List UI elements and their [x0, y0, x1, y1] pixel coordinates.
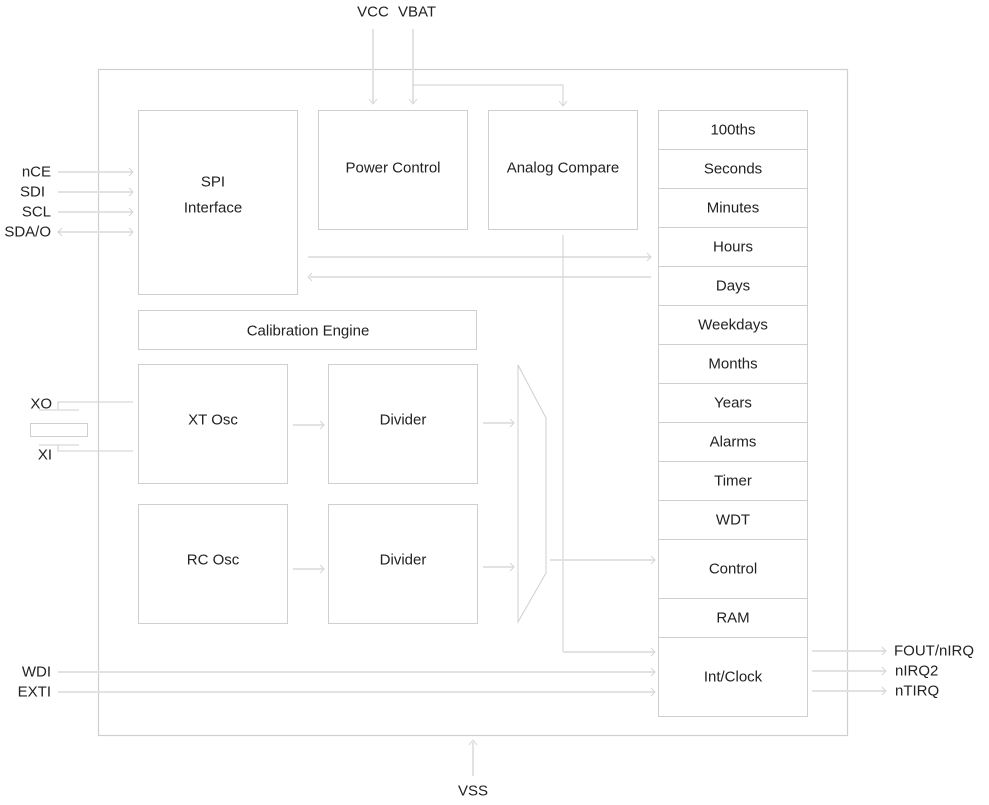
analog-compare-label: Analog Compare [507, 160, 620, 177]
divider-bottom-to-mux-arrow [483, 562, 515, 572]
register-label: Years [714, 395, 752, 412]
divider-top-block: Divider [328, 364, 478, 484]
analog-compare-to-int-clock-wire [562, 235, 656, 657]
rc-osc-block: RC Osc [138, 504, 288, 624]
power-control-block: Power Control [318, 110, 468, 230]
divider-top-label: Divider [380, 412, 427, 429]
xt-osc-block: XT Osc [138, 364, 288, 484]
register-column: 100thsSecondsMinutesHoursDaysWeekdaysMon… [658, 110, 808, 717]
divider-bottom-block: Divider [328, 504, 478, 624]
sdao-bidirectional-arrow [57, 227, 134, 237]
vss-arrow [468, 739, 478, 776]
register-label: Timer [714, 473, 752, 490]
nce-arrow [58, 167, 134, 177]
spi-interface-subtitle: Interface [184, 200, 242, 217]
register-label: Minutes [707, 200, 760, 217]
spi-interface-title: SPI [201, 174, 225, 191]
register-months: Months [658, 344, 808, 384]
wdi-arrow [58, 667, 656, 677]
calibration-engine-block: Calibration Engine [138, 310, 477, 350]
divider-bottom-label: Divider [380, 552, 427, 569]
register-int-clock: Int/Clock [658, 637, 808, 717]
register-weekdays: Weekdays [658, 305, 808, 345]
vbat-to-analog-compare-wire [413, 84, 568, 107]
rc-osc-label: RC Osc [187, 552, 240, 569]
calibration-engine-label: Calibration Engine [247, 323, 370, 340]
register-days: Days [658, 266, 808, 306]
pin-scl-label: SCL [22, 204, 51, 221]
vbat-arrow [408, 29, 418, 105]
sdi-arrow [58, 187, 134, 197]
pin-xo-label: XO [30, 396, 52, 413]
pin-sdi-label: SDI [20, 184, 45, 201]
power-control-label: Power Control [345, 160, 440, 177]
register-label: 100ths [710, 122, 755, 139]
register-control: Control [658, 539, 808, 599]
spi-interface-block: SPI Interface [138, 110, 298, 295]
nirq2-arrow [812, 666, 887, 676]
exti-arrow [58, 687, 656, 697]
analog-compare-block: Analog Compare [488, 110, 638, 230]
register-years: Years [658, 383, 808, 423]
register-minutes: Minutes [658, 188, 808, 228]
register-label: Int/Clock [704, 669, 763, 686]
register-label: Months [708, 356, 757, 373]
divider-top-to-mux-arrow [483, 418, 515, 428]
register-hours: Hours [658, 227, 808, 267]
register-label: WDT [716, 512, 750, 529]
clock-mux [517, 364, 547, 624]
register-label: Days [716, 278, 750, 295]
mux-to-control-arrow [550, 555, 656, 565]
pin-xi-label: XI [38, 447, 52, 464]
pin-vss-label: VSS [458, 783, 488, 800]
ntirq-arrow [812, 686, 887, 696]
pin-nirq2-label: nIRQ2 [895, 663, 938, 680]
register-label: RAM [716, 610, 749, 627]
pin-exti-label: EXTI [18, 684, 51, 701]
pin-nce-label: nCE [22, 164, 51, 181]
pin-vbat-label: VBAT [398, 4, 436, 21]
pin-fout-nirq-label: FOUT/nIRQ [894, 643, 974, 660]
register-100ths: 100ths [658, 110, 808, 150]
spi-to-registers-arrow [308, 252, 652, 262]
register-label: Seconds [704, 161, 762, 178]
register-alarms: Alarms [658, 422, 808, 462]
xt-osc-to-divider-arrow [293, 420, 325, 430]
register-label: Control [709, 561, 757, 578]
pin-sdao-label: SDA/O [4, 224, 51, 241]
register-wdt: WDT [658, 500, 808, 540]
rc-osc-to-divider-arrow [293, 564, 325, 574]
register-label: Hours [713, 239, 753, 256]
pin-ntirq-label: nTIRQ [895, 683, 939, 700]
registers-to-spi-arrow [307, 272, 651, 282]
scl-arrow [58, 207, 134, 217]
register-ram: RAM [658, 598, 808, 638]
fout-nirq-arrow [812, 646, 887, 656]
register-label: Weekdays [698, 317, 768, 334]
register-seconds: Seconds [658, 149, 808, 189]
pin-vcc-label: VCC [357, 4, 389, 21]
crystal-symbol [30, 401, 133, 452]
xt-osc-label: XT Osc [188, 412, 238, 429]
vcc-arrow [368, 29, 378, 105]
pin-wdi-label: WDI [22, 664, 51, 681]
register-label: Alarms [710, 434, 757, 451]
register-timer: Timer [658, 461, 808, 501]
